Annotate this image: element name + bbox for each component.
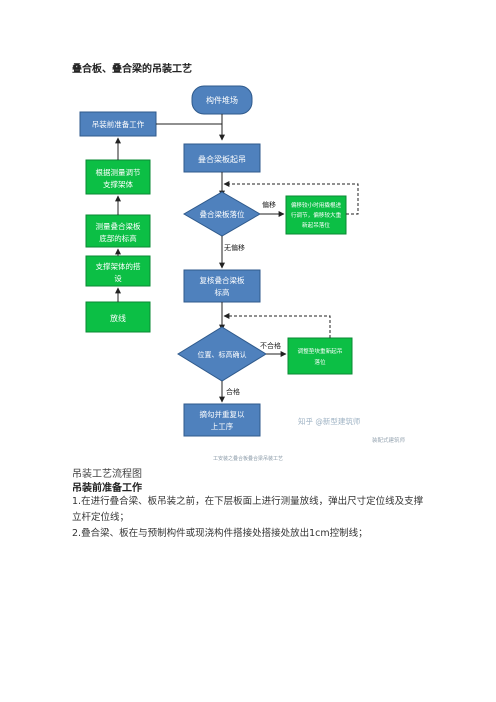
- flow-decision2-node: 位置、标高确认: [177, 326, 267, 382]
- svg-text:支撑架体: 支撑架体: [103, 179, 133, 189]
- hoisting-flowchart: 构件堆场 吊装前准备工作 根据测量调节 支撑架体 测量叠合梁板 底部的标高 支撑…: [72, 80, 420, 458]
- flow-lift-node: 叠合梁板起吊: [183, 143, 261, 173]
- edge-label-pass: 合格: [226, 387, 240, 396]
- subheading: 吊装前准备工作: [72, 483, 142, 494]
- flow-lift-label: 叠合梁板起吊: [198, 154, 246, 164]
- paragraph-1: 1.在进行叠合梁、板吊装之前，在下层板面上进行测量放线，弹出尺寸定位线及支撑立杆…: [72, 496, 424, 523]
- flow-decision1-label: 叠合梁板落位: [200, 209, 245, 219]
- svg-text:根据测量调节: 根据测量调节: [96, 167, 141, 177]
- svg-text:偏移较小时用撬棍进: 偏移较小时用撬棍进: [291, 201, 342, 209]
- svg-text:新起吊落位: 新起吊落位: [302, 221, 330, 229]
- arrow-prep-to-main: [156, 123, 225, 141]
- svg-text:落位: 落位: [314, 358, 326, 366]
- svg-text:标高: 标高: [215, 287, 230, 297]
- flow-finish-node: 摘勾并重复以 上工序: [183, 403, 261, 437]
- edge-label-offset: 偏移: [262, 200, 276, 209]
- flow-adjust-node: 根据测量调节 支撑架体: [85, 159, 151, 195]
- arrow-offset-fix-loop: [223, 181, 359, 215]
- svg-text:行调节，偏移较大重: 行调节，偏移较大重: [291, 211, 342, 219]
- svg-text:底部的标高: 底部的标高: [99, 233, 137, 243]
- flow-offset-fix-node: 偏移较小时用撬棍进 行调节，偏移较大重 新起吊落位: [285, 195, 347, 235]
- svg-text:设: 设: [114, 273, 122, 283]
- svg-text:调整垫块重新起吊: 调整垫块重新起吊: [298, 347, 343, 355]
- paragraph-2: 2.叠合梁、板在与预制构件或现浇构件搭接处搭接处放出1cm控制线；: [72, 528, 368, 539]
- svg-text:复核叠合梁板: 复核叠合梁板: [200, 275, 245, 285]
- svg-text:摘勾并重复以: 摘勾并重复以: [200, 409, 245, 419]
- svg-text:上工序: 上工序: [211, 421, 234, 431]
- flow-prep-label: 吊装前准备工作: [92, 119, 145, 129]
- edge-label-no-offset: 无偏移: [224, 243, 245, 252]
- figure-caption: 工安装之叠合板叠合梁吊装工艺: [212, 456, 283, 462]
- footer-mark: 装配式建筑师: [372, 436, 406, 444]
- flow-decision1-node: 叠合梁板落位: [183, 191, 261, 237]
- flow-prep-node: 吊装前准备工作: [79, 111, 157, 137]
- flow-measure-node: 测量叠合梁板 底部的标高: [85, 214, 151, 248]
- document-title: 叠合板、叠合梁的吊装工艺: [72, 64, 192, 75]
- flow-fail-fix-node: 调整垫块重新起吊 落位: [287, 337, 353, 375]
- edge-label-fail: 不合格: [260, 341, 281, 350]
- svg-text:测量叠合梁板: 测量叠合梁板: [96, 221, 141, 231]
- flow-layout-label: 放线: [110, 313, 126, 323]
- svg-text:支撑架体的搭: 支撑架体的搭: [96, 261, 141, 271]
- flow-frame-node: 支撑架体的搭 设: [85, 255, 151, 287]
- zhihu-watermark: 知乎 @新型建筑师: [298, 416, 361, 426]
- flow-check-node: 复核叠合梁板 标高: [183, 269, 261, 303]
- flow-start-node: 构件堆场: [191, 85, 253, 115]
- flow-decision2-label: 位置、标高确认: [198, 350, 247, 359]
- section-label: 吊装工艺流程图: [72, 469, 142, 480]
- flow-start-label: 构件堆场: [206, 95, 238, 105]
- flow-layout-node: 放线: [85, 301, 151, 333]
- arrow-fail-fix-loop: [223, 313, 331, 338]
